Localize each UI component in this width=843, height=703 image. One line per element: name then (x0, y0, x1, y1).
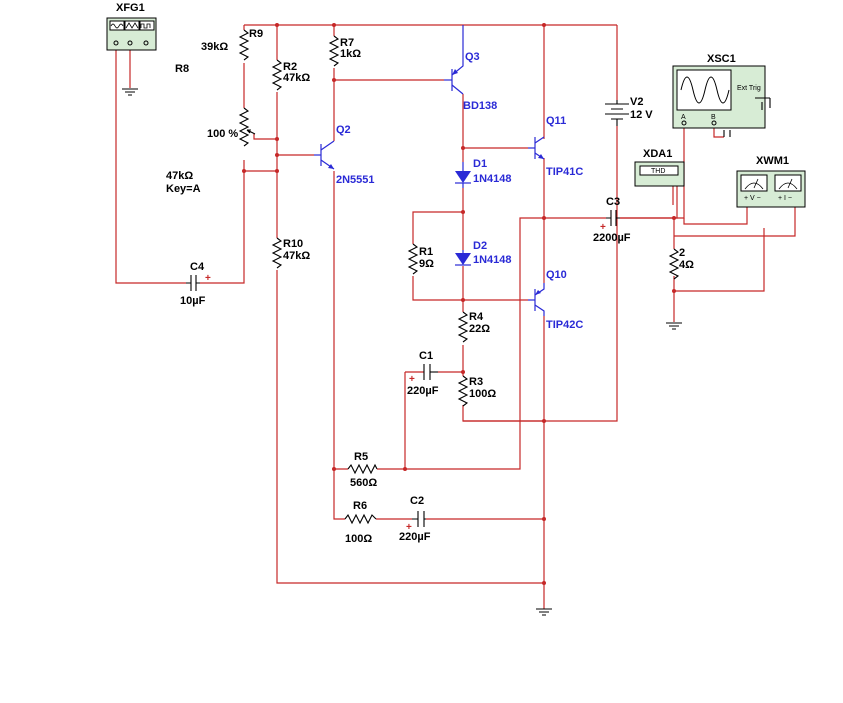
diode-d2[interactable]: D2 1N4148 (455, 240, 512, 266)
d1-name: D1 (473, 158, 487, 170)
r8-value: 47kΩ (166, 170, 193, 182)
v2-name: V2 (630, 96, 643, 108)
resistor-r5[interactable]: R5 560Ω (347, 451, 378, 489)
resistor-r9[interactable]: R9 39kΩ (201, 28, 263, 61)
capacitor-c3[interactable]: + C3 2200µF (593, 196, 631, 244)
c4-value: 10µF (180, 295, 206, 307)
ground-symbol (666, 322, 682, 330)
r3-value: 100Ω (469, 388, 496, 400)
capacitor-c2[interactable]: + C2 220µF (399, 495, 431, 543)
c2-value: 220µF (399, 531, 431, 543)
c1-name: C1 (419, 350, 433, 362)
resistor-r7[interactable]: R7 1kΩ (328, 35, 361, 67)
r7-name: R7 (340, 37, 354, 49)
xfg1-label: XFG1 (116, 2, 145, 14)
r5-name: R5 (354, 451, 368, 463)
d2-model: 1N4148 (473, 254, 512, 266)
xsc1-channel-a: A (681, 114, 686, 121)
q11-model: TIP41C (546, 166, 583, 178)
rl-name: 2 (679, 247, 685, 259)
svg-text:+: + (406, 522, 412, 533)
d1-model: 1N4148 (473, 173, 512, 185)
ground-symbol (536, 608, 552, 616)
wattmeter-xwm1[interactable]: + V − + I − XWM1 (736, 155, 806, 208)
c3-name: C3 (606, 196, 620, 208)
r2-name: R2 (283, 61, 297, 73)
q2-model: 2N5551 (336, 174, 375, 186)
r7-value: 1kΩ (340, 48, 361, 60)
r10-value: 47kΩ (283, 250, 310, 262)
svg-text:+: + (600, 222, 606, 233)
r3-name: R3 (469, 376, 483, 388)
svg-text:+: + (205, 273, 211, 284)
capacitor-c4[interactable]: + C4 10µF (180, 261, 211, 307)
resistor-r1[interactable]: R1 9Ω (407, 243, 434, 275)
r8-percent: 100 % (207, 128, 238, 140)
transistor-q11[interactable]: Q11 TIP41C (528, 115, 583, 178)
resistor-r3[interactable]: R3 100Ω (457, 375, 496, 407)
resistor-load[interactable]: 2 4Ω (668, 247, 694, 280)
r6-value: 100Ω (345, 533, 372, 545)
xsc1-ext-trig: Ext Trig (737, 85, 761, 92)
q2-name: Q2 (336, 124, 351, 136)
svg-text:+: + (409, 374, 415, 385)
r6-name: R6 (353, 500, 367, 512)
r1-value: 9Ω (419, 258, 434, 270)
potentiometer-r8[interactable]: 100 % 47kΩ Key=A (166, 107, 256, 195)
q10-model: TIP42C (546, 319, 583, 331)
transistor-q10[interactable]: Q10 TIP42C (528, 269, 583, 331)
v2-value: 12 V (630, 109, 653, 121)
r4-value: 22Ω (469, 323, 490, 335)
r4-name: R4 (469, 311, 484, 323)
distortion-analyzer-xda1[interactable]: THD XDA1 (634, 148, 685, 187)
transistor-q2[interactable]: Q2 2N5551 (314, 124, 375, 186)
resistor-r4[interactable]: R4 22Ω (457, 311, 490, 343)
r8-key: Key=A (166, 183, 201, 195)
resistor-r6[interactable]: R6 100Ω (344, 500, 377, 545)
r2-value: 47kΩ (283, 72, 310, 84)
resistor-r10[interactable]: R10 47kΩ (271, 237, 310, 269)
xda1-thd: THD (651, 168, 665, 175)
diode-d1[interactable]: D1 1N4148 (455, 158, 512, 188)
q10-name: Q10 (546, 269, 567, 281)
r1-name: R1 (419, 246, 433, 258)
c3-value: 2200µF (593, 232, 631, 244)
rl-value: 4Ω (679, 259, 694, 271)
svg-text:+ I −: + I − (778, 195, 792, 202)
xwm1-label: XWM1 (756, 155, 789, 167)
ground-symbol (122, 88, 138, 96)
xsc1-channel-b: B (711, 114, 716, 121)
c1-value: 220µF (407, 385, 439, 397)
q3-model: BD138 (463, 100, 497, 112)
oscilloscope-xsc1[interactable]: Ext Trig A B XSC1 (672, 53, 771, 129)
transistor-q3[interactable]: Q3 BD138 (444, 25, 497, 112)
r8-name: R8 (175, 63, 189, 75)
r10-name: R10 (283, 238, 303, 250)
junctions (242, 23, 676, 585)
resistor-r2[interactable]: R2 47kΩ (271, 59, 310, 91)
capacitor-c1[interactable]: + C1 220µF (407, 350, 439, 397)
xsc1-label: XSC1 (707, 53, 736, 65)
wires (115, 24, 796, 609)
q3-name: Q3 (465, 51, 480, 63)
d2-name: D2 (473, 240, 487, 252)
r9-value: 39kΩ (201, 41, 228, 53)
r9-name: R9 (249, 28, 263, 40)
function-generator-xfg1[interactable]: XFG1 (106, 2, 157, 51)
r5-value: 560Ω (350, 477, 377, 489)
c4-name: C4 (190, 261, 205, 273)
c2-name: C2 (410, 495, 424, 507)
battery-v2[interactable]: V2 12 V (605, 96, 653, 126)
svg-text:+ V −: + V − (744, 195, 761, 202)
xda1-label: XDA1 (643, 148, 672, 160)
q11-name: Q11 (546, 115, 566, 127)
